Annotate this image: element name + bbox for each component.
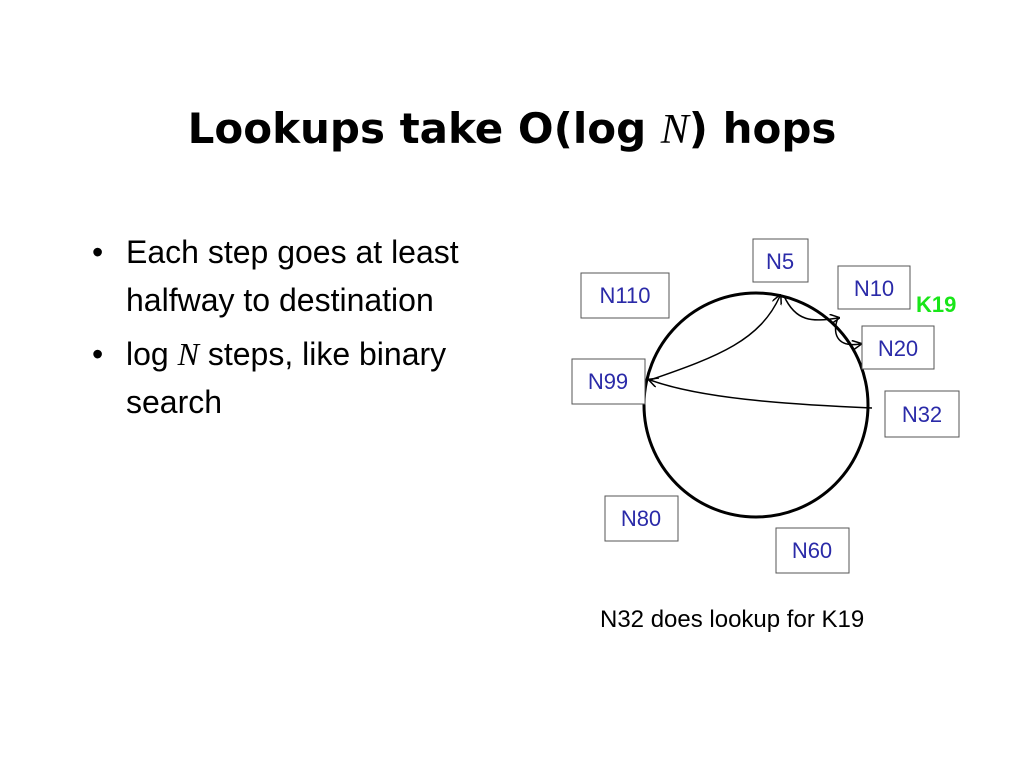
bullet-list: • Each step goes at least halfway to des… — [92, 228, 472, 432]
bullet-item-1: • Each step goes at least halfway to des… — [92, 228, 472, 324]
diagram-caption: N32 does lookup for K19 — [600, 606, 865, 633]
node-n110: N110 — [580, 272, 670, 319]
slide-title: Lookups take O(log N) hops — [0, 104, 1024, 154]
node-label-n99: N99 — [588, 369, 628, 394]
hop-arrow-n5-to-n10 — [783, 295, 838, 320]
node-n60: N60 — [775, 527, 850, 574]
node-label-n80: N80 — [621, 506, 661, 531]
bullet-text-2-suffix: steps, like binary search — [126, 336, 447, 420]
node-label-n10: N10 — [854, 276, 894, 301]
hop-arrow-n99-to-n5 — [649, 296, 780, 381]
title-variable: N — [660, 107, 689, 153]
title-suffix: ) hops — [688, 104, 837, 153]
bullet-dot: • — [92, 234, 104, 270]
node-n20: N20 — [861, 325, 935, 370]
node-label-n110: N110 — [600, 283, 651, 308]
bullet-text-2-variable: N — [177, 336, 199, 372]
node-n80: N80 — [604, 495, 679, 542]
node-label-n5: N5 — [766, 249, 794, 274]
node-label-n32: N32 — [902, 402, 942, 427]
hop-arrow-n32-to-n99 — [650, 380, 873, 409]
ring-circle — [642, 291, 870, 519]
node-label-n20: N20 — [878, 336, 918, 361]
bullet-dot: • — [92, 336, 104, 372]
key-label-k19: K19 — [916, 292, 956, 317]
node-n5: N5 — [752, 238, 809, 283]
bullet-text-2-prefix: log — [126, 336, 178, 372]
node-n10: N10 — [837, 265, 911, 310]
title-prefix: Lookups take O(log — [187, 104, 661, 153]
node-n99: N99 — [571, 358, 646, 405]
hop-arrow-n10-to-n20 — [834, 317, 860, 345]
node-n32: N32 — [884, 390, 960, 438]
bullet-text-1: Each step goes at least halfway to desti… — [126, 234, 459, 318]
bullet-item-2: • log N steps, like binary search — [92, 330, 472, 426]
node-label-n60: N60 — [792, 538, 832, 563]
